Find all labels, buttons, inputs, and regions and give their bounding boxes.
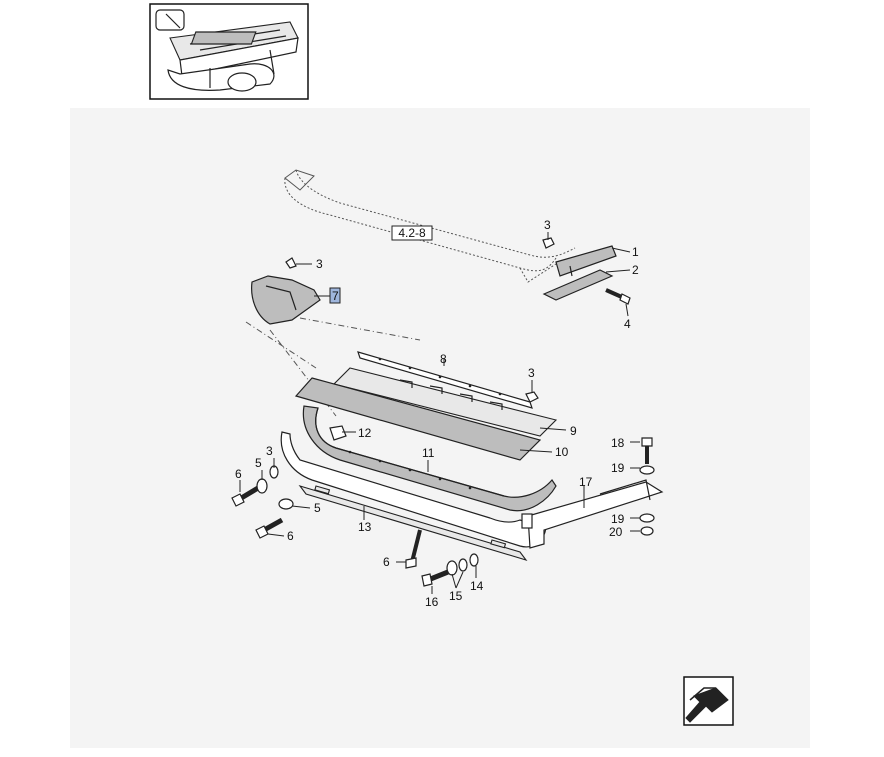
callout-label[interactable]: 3 — [316, 257, 323, 271]
callout-label[interactable]: 3 — [528, 366, 535, 380]
callout-label[interactable]: 19 — [611, 461, 625, 475]
leader-lines — [239, 232, 640, 594]
callout-label[interactable]: 12 — [358, 426, 372, 440]
callout-label[interactable]: 20 — [609, 525, 623, 539]
callout-label[interactable]: 18 — [611, 436, 625, 450]
washer-icon — [278, 498, 294, 510]
guide-line — [299, 317, 421, 341]
assembly-thumbnail[interactable] — [149, 3, 309, 100]
washer-icon — [639, 513, 655, 523]
bolt-icon — [421, 569, 449, 587]
callout-label[interactable]: 2 — [632, 263, 639, 277]
callout-label[interactable]: 9 — [570, 424, 577, 438]
part-8-strip — [357, 351, 533, 409]
callout-label[interactable]: 6 — [287, 529, 294, 543]
callout-label[interactable]: 3 — [544, 218, 551, 232]
callout-label[interactable]: 8 — [440, 352, 447, 366]
highlighted-callout[interactable]: 7 — [329, 287, 341, 304]
callout-label[interactable]: 15 — [449, 589, 463, 603]
reference-box-label: 4.2-8 — [398, 226, 426, 240]
washer-icon — [639, 465, 655, 475]
part-11-channel — [302, 405, 557, 512]
callout-label[interactable]: 3 — [266, 444, 273, 458]
callout-labels: 1 2 3 3 3 3 4 5 5 6 6 6 8 9 10 11 12 13 … — [235, 218, 639, 609]
callout-label[interactable]: 16 — [425, 595, 439, 609]
callout-label[interactable]: 11 — [422, 446, 435, 460]
part-9-plate — [332, 367, 558, 437]
washer-icon — [458, 558, 468, 572]
callout-label[interactable]: 10 — [555, 445, 569, 459]
part-7-bracket — [251, 257, 321, 325]
upper-sill-outline — [284, 169, 576, 283]
callout-label[interactable]: 13 — [358, 520, 372, 534]
washer-icon — [446, 560, 458, 576]
washer-icon — [256, 478, 268, 494]
callout-label[interactable]: 5 — [314, 501, 321, 515]
guide-line — [269, 329, 337, 417]
part-2-plate — [542, 265, 614, 301]
clip-icon — [329, 425, 347, 441]
callout-label[interactable]: 4 — [624, 317, 631, 331]
bolt-icon — [605, 288, 631, 305]
callout-label[interactable]: 5 — [255, 456, 262, 470]
bolt-icon — [231, 485, 260, 507]
callout-label[interactable]: 17 — [579, 475, 593, 489]
callout-label[interactable]: 6 — [235, 467, 242, 481]
nut-icon — [525, 391, 539, 403]
part-10-plate — [294, 377, 542, 461]
callout-label[interactable]: 14 — [470, 579, 484, 593]
bolt-icon — [255, 517, 284, 539]
part-17-bracket — [521, 479, 664, 549]
nut-icon — [469, 553, 479, 567]
callout-label[interactable]: 6 — [383, 555, 390, 569]
arrow-left-down-icon[interactable] — [683, 676, 734, 726]
nut-icon — [640, 526, 654, 536]
highlighted-callout-label: 7 — [332, 289, 339, 303]
bolt-icon — [405, 529, 422, 569]
callout-label[interactable]: 19 — [611, 512, 625, 526]
reference-box[interactable] — [391, 225, 433, 241]
callout-label[interactable]: 1 — [632, 245, 639, 259]
bolt-icon — [641, 437, 653, 464]
